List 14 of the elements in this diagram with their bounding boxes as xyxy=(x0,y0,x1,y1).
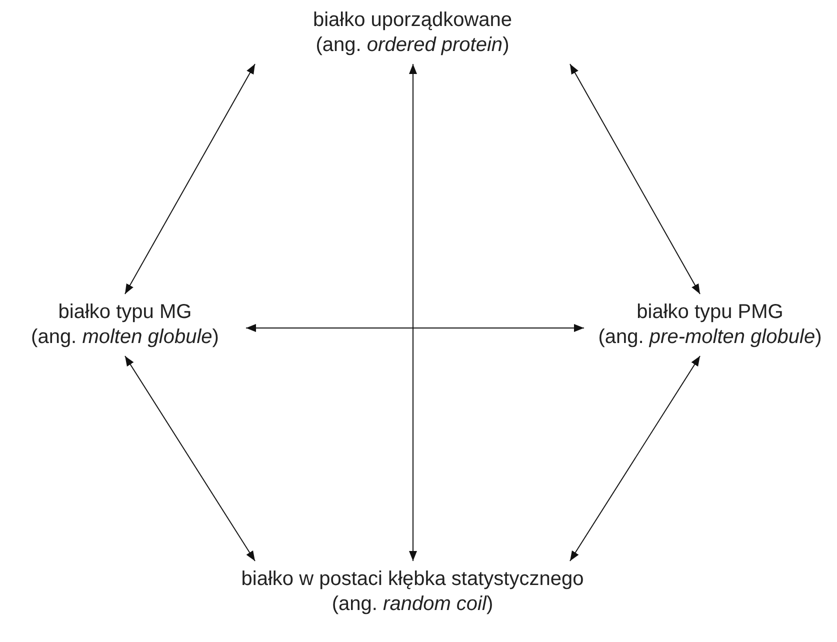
english-term: (ang. ordered protein) xyxy=(314,33,510,58)
state-label: białko w postaci kłębka statystycznego xyxy=(240,567,585,592)
double-arrow xyxy=(409,64,417,562)
english-term: (ang. random coil) xyxy=(330,592,494,617)
state-label: białko uporządkowane xyxy=(312,8,514,33)
state-label: białko typu MG xyxy=(57,300,193,325)
state-label: białko typu PMG xyxy=(636,300,784,325)
double-arrow xyxy=(124,356,256,562)
double-arrow xyxy=(570,356,700,562)
double-arrow xyxy=(246,324,584,332)
english-term: (ang. pre-molten globule) xyxy=(597,325,823,350)
double-arrow xyxy=(124,64,256,294)
english-term: (ang. molten globule) xyxy=(30,325,220,350)
double-arrow xyxy=(570,64,700,294)
